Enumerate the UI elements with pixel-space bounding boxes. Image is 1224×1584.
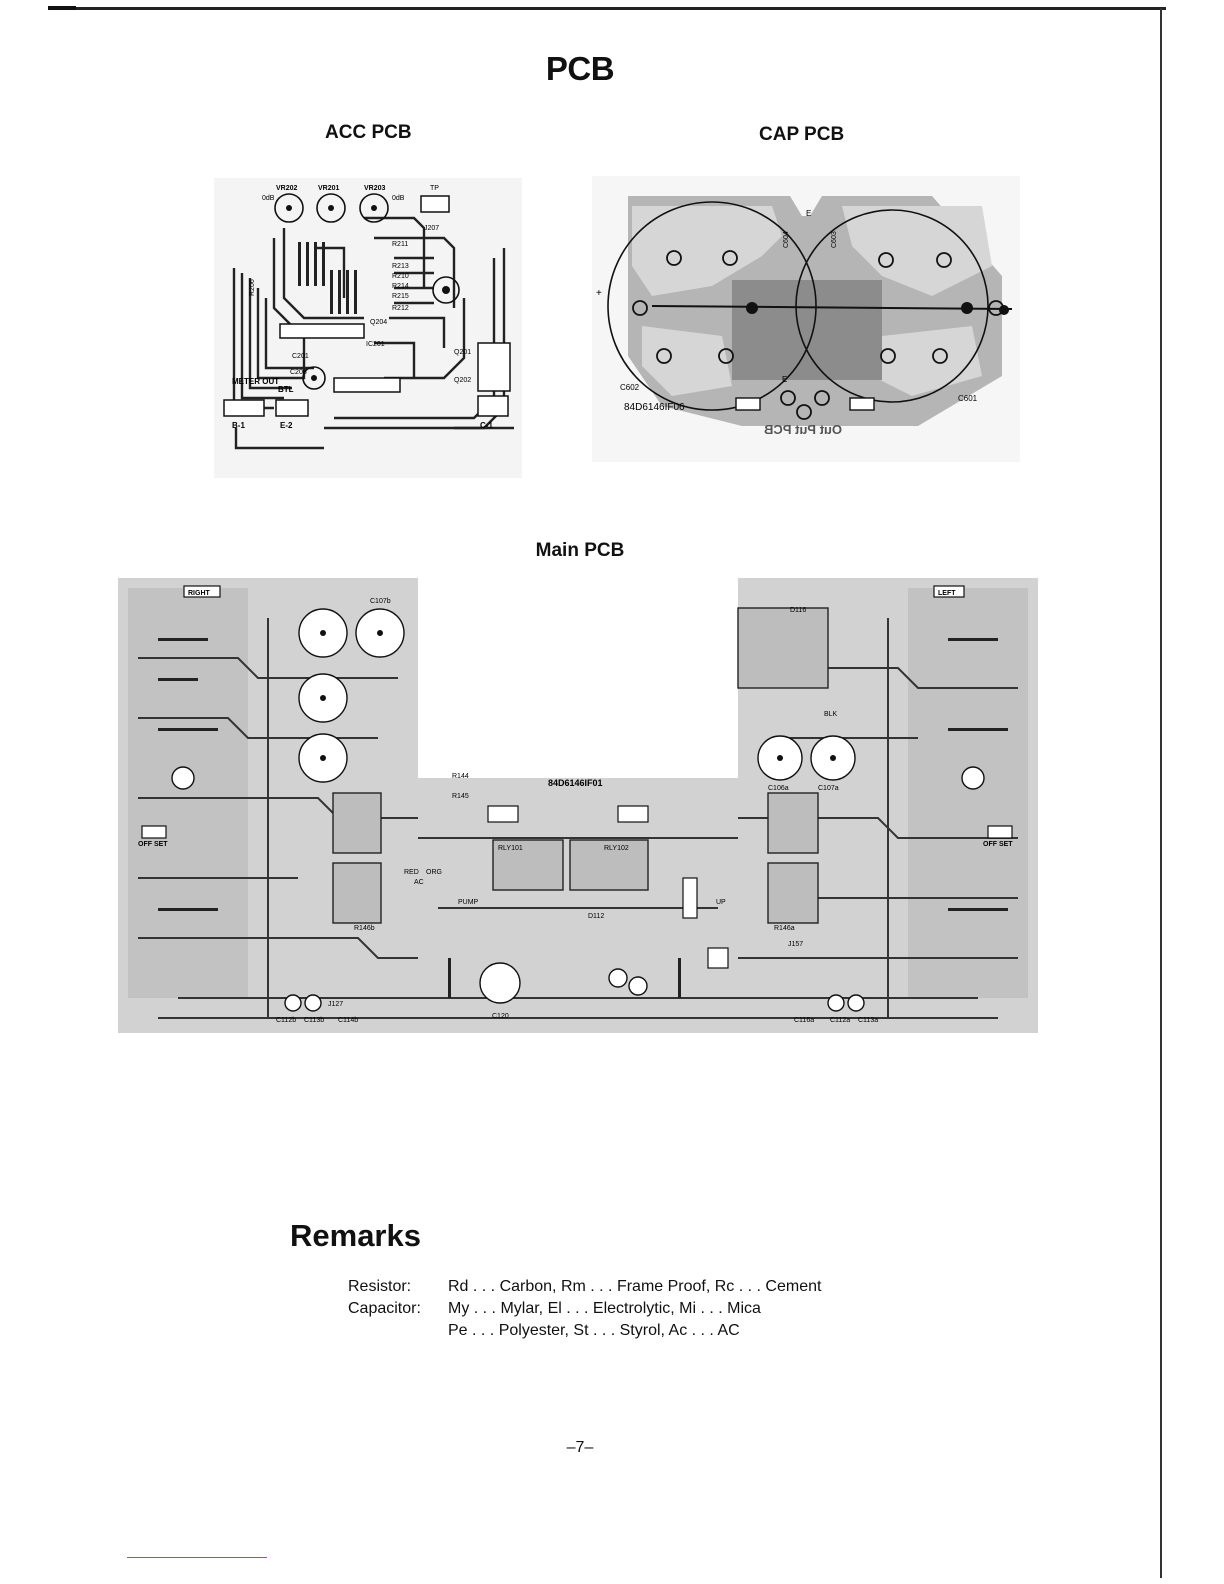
main-c113b-label: C113b	[304, 1017, 324, 1024]
main-ry102-label: RLY102	[604, 845, 629, 852]
cap-pcb-title: CAP PCB	[759, 124, 845, 145]
acc-vr202-label: VR202	[276, 185, 298, 192]
remarks-row: Capacitor: My . . . Mylar, El . . . Elec…	[348, 1298, 821, 1320]
acc-meter-out-label: METER OUT	[232, 377, 279, 386]
main-pcb-image: RIGHT LEFT OFF SET OFF SET C107b C107a C…	[118, 578, 1038, 1033]
main-up-label: UP	[716, 899, 726, 906]
remarks-title: Remarks	[290, 1218, 421, 1253]
acc-pcb-title: ACC PCB	[325, 122, 412, 143]
remarks-row: Resistor: Rd . . . Carbon, Rm . . . Fram…	[348, 1276, 821, 1298]
acc-conn-b1-label: B-1	[232, 421, 245, 430]
acc-c208-label: C208	[290, 369, 307, 376]
acc-q201-label: Q201	[454, 349, 471, 356]
acc-r206-label: R206	[249, 279, 256, 296]
acc-r213-label: R213	[392, 263, 409, 270]
cap-pcb-image: E E + C604 C603 C602 C601 84D6146IF06 Ou…	[592, 176, 1020, 462]
main-r146b-label: R146b	[354, 925, 375, 932]
main-j157-label: J157	[788, 941, 803, 948]
acc-vr201-label: VR201	[318, 185, 340, 192]
acc-odb-left-label: 0dB	[262, 195, 275, 202]
main-pump-label: PUMP	[458, 899, 479, 906]
acc-c201-label: C201	[292, 353, 309, 360]
page-number: –7–	[566, 1439, 594, 1456]
remarks-label	[348, 1320, 448, 1342]
cap-pcb-drawing: E E + C604 C603 C602 C601 84D6146IF06 Ou…	[592, 176, 1020, 462]
cap-c601-label: C601	[958, 394, 978, 403]
main-pcb-drawing: RIGHT LEFT OFF SET OFF SET C107b C107a C…	[118, 578, 1038, 1033]
acc-ic201-label: IC201	[366, 341, 385, 348]
main-d116-label: D116	[790, 607, 806, 614]
cap-plus-label: +	[596, 288, 602, 299]
main-c107b-label: C107b	[370, 598, 391, 605]
footer-link-underline	[127, 1557, 267, 1558]
remarks-label: Resistor:	[348, 1278, 412, 1295]
main-c113a-label: C113a	[858, 1017, 878, 1024]
cap-board-id: 84D6146IF06	[624, 402, 685, 413]
main-c112a-label: C112a	[830, 1017, 850, 1024]
acc-vr203-label: VR203	[364, 185, 386, 192]
main-org-label: ORG	[426, 869, 442, 876]
acc-pcb-image: 0dB VR202 VR201 VR203 0dB TP J207 R211 R…	[73, 178, 522, 478]
right-binding-rule	[1160, 8, 1162, 1578]
acc-conn-e2-label: E-2	[280, 421, 293, 430]
page-title: PCB	[545, 50, 615, 87]
main-red-label: RED	[404, 869, 419, 876]
top-rule-mark	[48, 6, 76, 10]
acc-r214-label: R214	[392, 283, 409, 290]
main-r144-label: R144	[452, 773, 469, 780]
acc-q204-label: Q204	[370, 319, 387, 326]
cap-mirror-text: Out Put PCB	[764, 422, 842, 437]
main-ry101-label: RLY101	[498, 845, 523, 852]
main-c120-label: C120	[492, 1013, 509, 1020]
acc-q202-label: Q202	[454, 377, 471, 384]
main-c106a-label: C106a	[768, 785, 789, 792]
main-c116a-label: C116a	[794, 1017, 814, 1024]
acc-btl-label: BTL	[278, 385, 294, 394]
acc-odb-right-label: 0dB	[392, 195, 405, 202]
acc-conn-c1-label: C-1	[480, 421, 493, 430]
cap-c604-label: C604	[783, 231, 790, 248]
remarks-row: Pe . . . Polyester, St . . . Styrol, Ac …	[348, 1320, 821, 1342]
main-blk-label: BLK	[824, 711, 838, 718]
top-rule	[48, 7, 1166, 10]
main-pcb-title: Main PCB	[535, 540, 625, 561]
cap-e-top-label: E	[806, 209, 811, 218]
acc-j207-label: J207	[424, 225, 439, 232]
acc-r210-label: R210	[392, 273, 409, 280]
main-ac-label: AC	[414, 879, 424, 886]
main-c112b-label: C112b	[276, 1017, 296, 1024]
main-r146a-label: R146a	[774, 925, 795, 932]
acc-r212-label: R212	[392, 305, 409, 312]
main-board-id: 84D6146IF01	[548, 778, 603, 788]
remarks-text: Rd . . . Carbon, Rm . . . Frame Proof, R…	[448, 1278, 822, 1295]
remarks-label: Capacitor:	[348, 1300, 421, 1317]
cap-e-bottom-label: E	[782, 375, 787, 384]
remarks-table: Resistor: Rd . . . Carbon, Rm . . . Fram…	[348, 1276, 821, 1342]
acc-tp-label: TP	[430, 185, 439, 192]
acc-r211-label: R211	[392, 241, 408, 248]
main-d112-label: D112	[588, 913, 604, 920]
acc-r215-label: R215	[392, 293, 409, 300]
acc-pcb-drawing: 0dB VR202 VR201 VR203 0dB TP J207 R211 R…	[73, 178, 522, 478]
main-c114b-label: C114b	[338, 1017, 358, 1024]
main-offset-left-label: OFF SET	[138, 841, 168, 848]
main-j127-label: J127	[328, 1001, 343, 1008]
remarks-text: My . . . Mylar, El . . . Electrolytic, M…	[448, 1300, 761, 1317]
remarks-text: Pe . . . Polyester, St . . . Styrol, Ac …	[448, 1322, 740, 1339]
main-right-label: RIGHT	[188, 590, 211, 597]
main-offset-right-label: OFF SET	[983, 841, 1013, 848]
main-left-label: LEFT	[938, 590, 956, 597]
cap-c602-label: C602	[620, 383, 640, 392]
cap-c603-label: C603	[831, 231, 838, 248]
main-r145-label: R145	[452, 793, 469, 800]
main-c107a-label: C107a	[818, 785, 839, 792]
